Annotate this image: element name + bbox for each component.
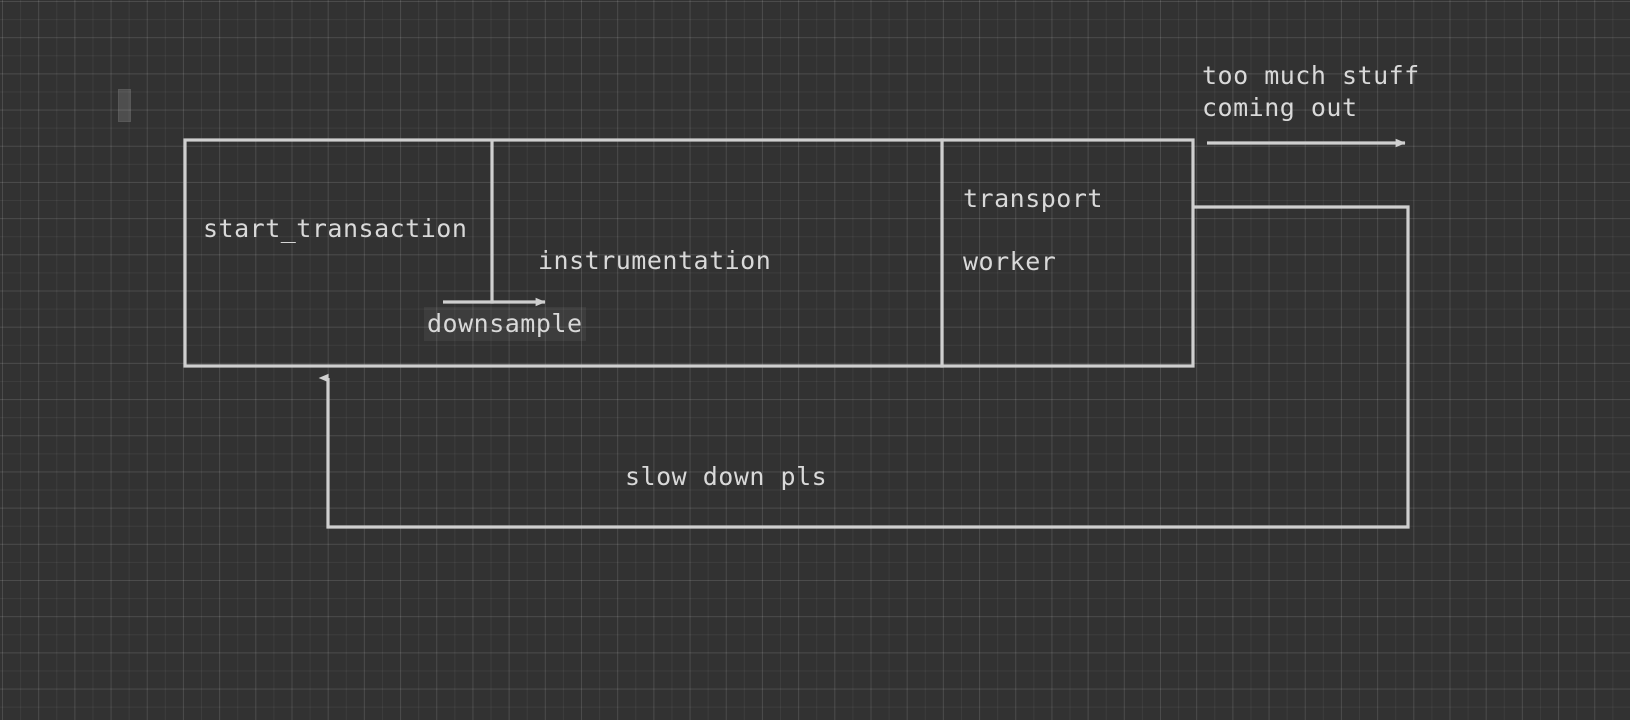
label-too-much-stuff: too much stuff xyxy=(1202,61,1420,90)
text-cursor-marker xyxy=(118,89,131,122)
label-start-transaction: start_transaction xyxy=(203,214,468,243)
label-coming-out: coming out xyxy=(1202,93,1358,122)
label-instrumentation: instrumentation xyxy=(538,246,772,275)
label-transport: transport xyxy=(963,184,1103,213)
label-worker: worker xyxy=(963,247,1057,276)
feedback-loop-path xyxy=(318,205,1410,529)
start-transaction-box xyxy=(183,138,1195,368)
label-slow-down-pls: slow down pls xyxy=(625,462,828,491)
label-downsample[interactable]: downsample xyxy=(424,307,586,341)
